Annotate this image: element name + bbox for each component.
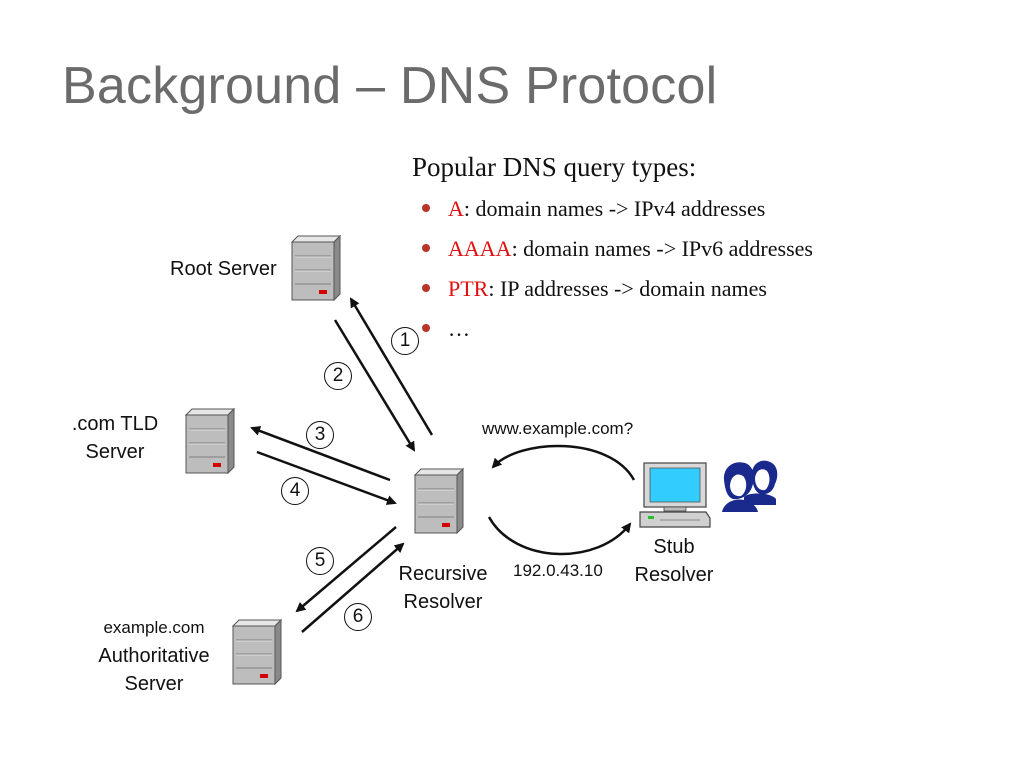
bullet-icon [422,244,430,252]
recursive-label-line1: Recursive [398,563,488,585]
recursive-resolver-label: Recursive Resolver [392,560,494,616]
arrow-step-3 [250,426,391,482]
stub-label-line2: Resolver [634,564,714,586]
root-server-label: Root Server [170,258,277,280]
root-server-icon [291,235,341,301]
authoritative-server-icon [232,619,282,685]
authoritative-server-label: example.com Authoritative Server [86,614,222,698]
query-type-ptr: PTR [448,276,489,301]
list-item: AAAA: domain names -> IPv6 addresses [422,229,813,269]
list-item: … [422,309,813,349]
answer-arc-arrow [487,516,632,556]
query-type-desc: : domain names -> IPv6 addresses [511,236,813,261]
query-type-a: A [448,196,464,221]
tld-server-label: .com TLD Server [70,410,160,466]
query-type-desc: : domain names -> IPv4 addresses [463,196,766,221]
query-type-desc: … [448,316,470,341]
stub-computer-icon [639,462,711,528]
tld-server-icon [185,408,235,474]
auth-label-line3: Server [124,673,184,695]
auth-label-line1: example.com [103,618,205,637]
bullet-icon [422,284,430,292]
arrow-step-4 [256,450,397,505]
recursive-resolver-icon [414,468,464,534]
step-1-badge: 1 [391,327,419,355]
recursive-label-line2: Resolver [403,591,483,613]
query-types-list: A: domain names -> IPv4 addresses AAAA: … [412,189,813,349]
query-message-label: www.example.com? [482,419,634,438]
step-5-badge: 5 [306,547,334,575]
tld-label-line2: Server [85,441,145,463]
query-types-panel: Popular DNS query types: A: domain names… [412,152,813,349]
users-icon [722,460,778,512]
answer-message-label: 192.0.43.10 [513,561,603,580]
slide-title: Background – DNS Protocol [62,57,718,115]
step-2-badge: 2 [324,362,352,390]
query-type-aaaa: AAAA [448,236,512,261]
step-6-badge: 6 [344,603,372,631]
query-type-desc: : IP addresses -> domain names [488,276,767,301]
auth-label-line2: Authoritative [98,645,210,667]
arrow-step-6 [301,542,405,633]
list-item: PTR: IP addresses -> domain names [422,269,813,309]
bullet-icon [422,324,430,332]
arrow-step-2 [333,319,416,452]
query-types-heading: Popular DNS query types: [412,152,697,182]
list-item: A: domain names -> IPv4 addresses [422,189,813,229]
step-4-badge: 4 [281,477,309,505]
arrow-step-5 [295,526,397,613]
tld-label-line1: .com TLD [71,413,159,435]
query-arc-arrow [491,444,636,481]
stub-resolver-label: Stub Resolver [628,533,720,589]
arrow-step-1 [349,297,434,436]
stub-label-line1: Stub [653,536,695,558]
bullet-icon [422,204,430,212]
step-3-badge: 3 [306,421,334,449]
